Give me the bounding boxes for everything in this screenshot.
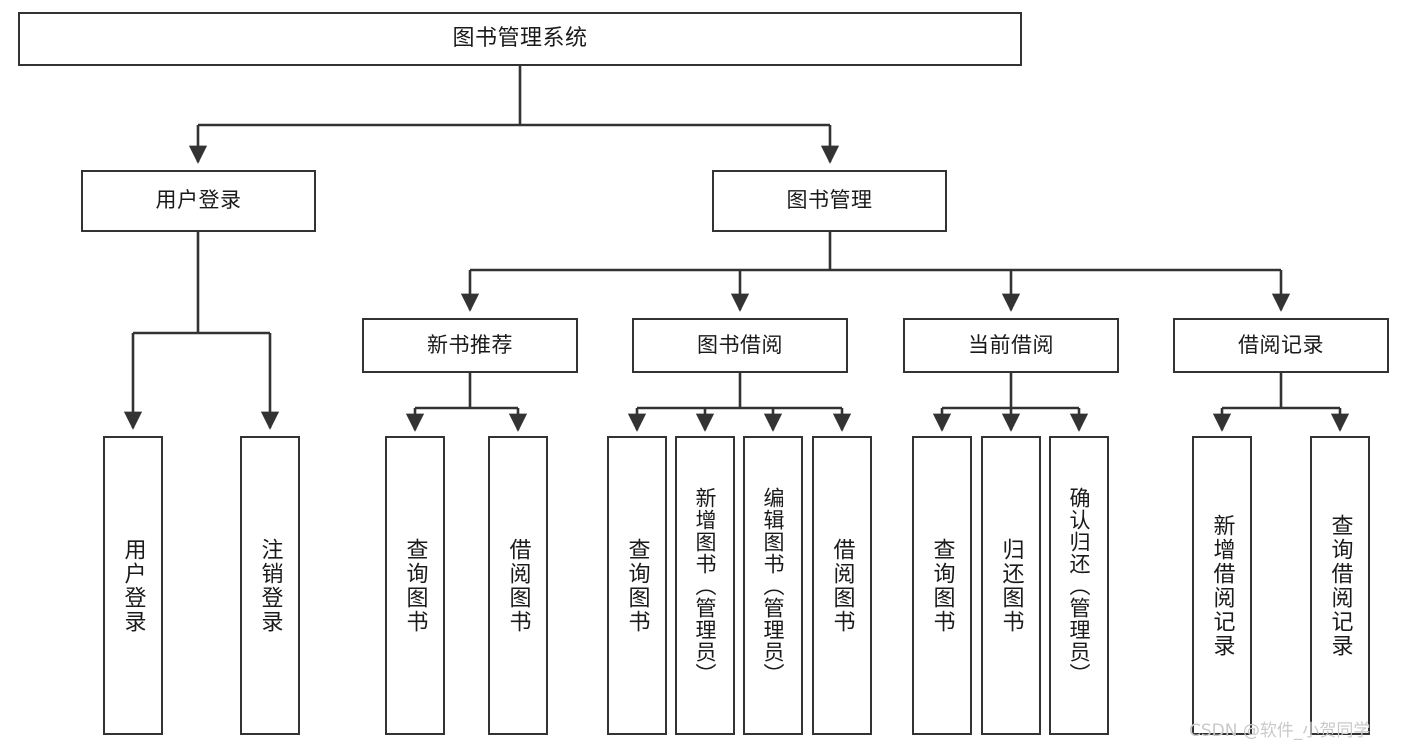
- node-label: 新增图书（管理员）: [693, 486, 718, 685]
- node-user-login[interactable]: 用户登录: [81, 170, 316, 232]
- csdn-watermark: CSDN @软件_小贺同学: [1189, 721, 1371, 741]
- leaf-query-book-borrow[interactable]: 查询图书: [607, 436, 667, 735]
- node-book-manage[interactable]: 图书管理: [712, 170, 947, 232]
- node-label: 编辑图书（管理员）: [761, 486, 786, 685]
- node-label: 注销登录: [257, 537, 283, 634]
- node-label: 用户登录: [155, 188, 242, 213]
- node-label: 借阅记录: [1238, 332, 1324, 357]
- node-label: 新书推荐: [427, 332, 513, 357]
- leaf-add-borrow-record[interactable]: 新增借阅记录: [1192, 436, 1252, 735]
- node-label: 查询借阅记录: [1327, 513, 1353, 658]
- node-current-borrow[interactable]: 当前借阅: [903, 318, 1119, 373]
- node-label: 图书管理系统: [452, 25, 588, 51]
- node-label: 查询图书: [402, 537, 428, 634]
- node-borrow-record[interactable]: 借阅记录: [1173, 318, 1389, 373]
- leaf-confirm-return-admin[interactable]: 确认归还（管理员）: [1049, 436, 1109, 735]
- node-book-borrow[interactable]: 图书借阅: [632, 318, 848, 373]
- node-label: 借阅图书: [829, 537, 855, 634]
- leaf-query-borrow-record[interactable]: 查询借阅记录: [1310, 436, 1370, 735]
- leaf-borrow-book-recommend[interactable]: 借阅图书: [488, 436, 548, 735]
- node-label: 图书借阅: [697, 332, 783, 357]
- node-label: 查询图书: [624, 537, 650, 634]
- node-label: 新增借阅记录: [1209, 513, 1235, 658]
- node-label: 查询图书: [929, 537, 955, 634]
- leaf-logout-login[interactable]: 注销登录: [240, 436, 300, 735]
- node-root-book-management-system[interactable]: 图书管理系统: [18, 12, 1022, 66]
- node-label: 确认归还（管理员）: [1067, 486, 1092, 685]
- node-label: 用户登录: [120, 537, 146, 634]
- leaf-edit-book-admin[interactable]: 编辑图书（管理员）: [743, 436, 803, 735]
- leaf-query-book-recommend[interactable]: 查询图书: [385, 436, 445, 735]
- node-label: 借阅图书: [505, 537, 531, 634]
- leaf-add-book-admin[interactable]: 新增图书（管理员）: [675, 436, 735, 735]
- leaf-return-book[interactable]: 归还图书: [981, 436, 1041, 735]
- node-label: 当前借阅: [968, 332, 1054, 357]
- leaf-user-login[interactable]: 用户登录: [103, 436, 163, 735]
- leaf-borrow-book[interactable]: 借阅图书: [812, 436, 872, 735]
- leaf-query-book-current[interactable]: 查询图书: [912, 436, 972, 735]
- node-label: 归还图书: [998, 537, 1024, 634]
- node-new-book-recommend[interactable]: 新书推荐: [362, 318, 578, 373]
- node-label: 图书管理: [786, 188, 873, 213]
